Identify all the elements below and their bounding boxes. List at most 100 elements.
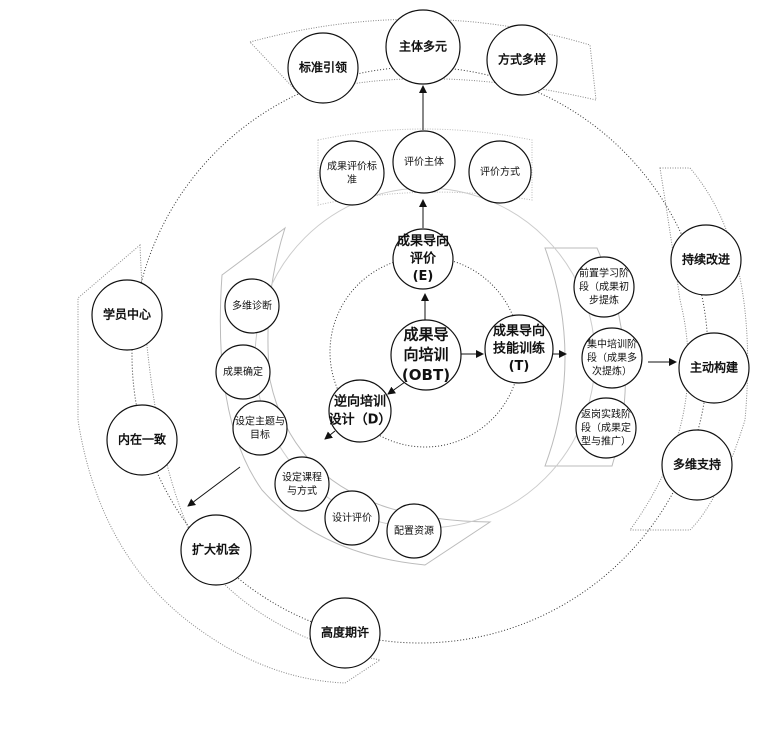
node-circle [224,278,280,334]
node-circle [392,228,454,290]
node-label: 段（成果多 [587,351,637,364]
node-learner-centered: 学员中心 [91,279,163,351]
node-circle [287,32,359,104]
node-label: 多维支持 [673,457,721,472]
node-label: 扩大机会 [192,542,241,557]
design-band [219,226,492,566]
node-circle [232,400,288,456]
node-label: 主动构建 [690,360,739,375]
node-label: (E) [413,269,434,284]
node-circle [385,9,461,85]
node-label: 成果导向 [493,323,545,339]
node-label: 标准引领 [298,60,347,75]
node-circle [661,429,733,501]
node-label: 向培训 [403,346,448,364]
outer-top-band [249,18,597,101]
node-expand-opportunity: 扩大机会 [180,514,252,586]
outer-left-band [77,243,382,684]
node-design-evaluation: 设计评价 [324,490,380,546]
node-label: 技能训练 [493,341,545,357]
node-label: 方式多样 [498,52,546,67]
node-circle [215,344,271,400]
arrow-chain-to-left [187,466,241,507]
node-label: 前置学习阶 [579,267,629,280]
node-circle [390,319,462,391]
node-circle [328,379,392,443]
node-continuous-improvement: 持续改进 [670,224,742,296]
node-label: 与方式 [287,484,317,497]
node-circle [573,256,635,318]
node-circle [678,332,750,404]
node-label: 内在一致 [118,432,167,447]
node-label: 成果确定 [223,365,263,378]
node-internal-consistency: 内在一致 [106,404,178,476]
node-label: 型与推广） [581,435,631,448]
node-circle [324,490,380,546]
node-label: 持续改进 [682,252,730,267]
node-label: (T) [509,359,530,374]
node-evaluation-subject: 评价主体 [392,130,456,194]
node-label: 成果导 [403,325,448,343]
node-outcome-define: 成果确定 [215,344,271,400]
node-label: 成果评价标 [327,160,377,172]
arrow-obt-to-d [387,381,406,395]
node-circle [486,24,558,96]
node-active-construction: 主动构建 [678,332,750,404]
node-multi-subject: 主体多元 [385,9,461,85]
node-circle [575,397,637,459]
node-high-expectation: 高度期许 [309,597,381,669]
node-multi-support: 多维支持 [661,429,733,501]
node-label: 主体多元 [399,39,447,54]
node-label: 评价 [410,252,437,267]
evaluation-band [317,128,533,206]
node-label: 设计（D） [329,411,392,427]
node-label: (OBT) [402,366,450,384]
node-label: 评价方式 [480,165,520,178]
node-circle [319,140,385,206]
node-label: 返岗实践阶 [581,408,631,421]
node-circle [468,140,532,204]
node-label: 成果导向 [397,233,449,249]
node-label: 次提炼） [592,365,632,378]
node-label: 高度期许 [321,625,369,640]
node-circle [106,404,178,476]
node-label: 段（成果初 [579,280,629,293]
node-diverse-methods: 方式多样 [486,24,558,96]
node-circle [670,224,742,296]
node-label: 学员中心 [103,307,151,322]
node-label: 集中培训阶 [587,338,637,351]
node-label: 评价主体 [404,156,444,168]
node-label: 目标 [250,429,270,441]
node-circle [581,327,643,389]
node-label: 设计评价 [332,511,372,524]
node-diagnosis: 多维诊断 [224,278,280,334]
node-circle [274,456,330,512]
arrow-d-to-chain [324,430,336,440]
node-circle [180,514,252,586]
node-standard-led: 标准引领 [287,32,359,104]
node-resources: 配置资源 [386,503,442,559]
node-label: 步提炼 [589,294,619,307]
node-label: 准 [347,174,357,186]
node-circle [309,597,381,669]
node-circle [91,279,163,351]
node-circle [386,503,442,559]
node-label: 设定课程 [282,470,322,483]
node-label: 逆向培训 [334,394,386,410]
node-label: 多维诊断 [232,299,272,312]
node-label: 配置资源 [394,524,434,537]
node-label: 设定主题与 [235,414,285,427]
node-label: 段（成果定 [581,421,631,434]
node-circle [392,130,456,194]
